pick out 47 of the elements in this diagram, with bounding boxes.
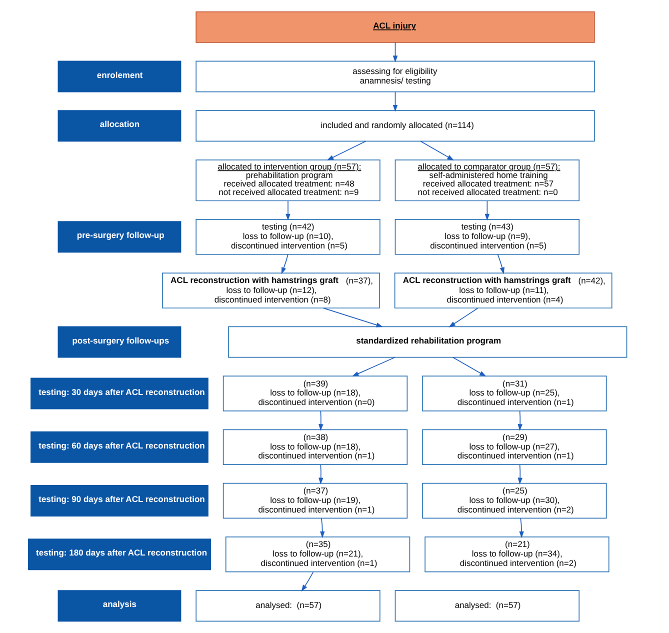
node-box: included and randomly allocated (n=114) [196,110,595,142]
arrow [286,200,290,221]
arrow [519,518,524,538]
node-box: testing (n=43) loss to follow-up (n=9), discontinued intervention (n=5) [394,219,580,255]
node-box: testing (n=42) loss to follow-up (n=10), discontinued intervention (n=5) [196,219,380,255]
node-box: post-surgery follow-ups [58,326,182,358]
node-box: standardized rehabilitation program [228,326,628,358]
node-box: testing: 180 days after ACL reconstruction [28,538,211,570]
node-box: ACL reconstruction with hamstrings graft (n=37), loss to follow-up (n=12), discontinued intervention (n=8) [162,272,380,308]
node-box: (n=21) loss to follow-up (n=34), discontinued intervention (n=2) [424,536,610,572]
node-box: (n=29) loss to follow-up (n=27), discontinued intervention (n=1) [422,429,607,466]
node-box: analysis [58,590,182,622]
arrow [420,140,454,160]
arrow [518,410,522,431]
node-box: testing: 90 days after ACL reconstruction [30,485,208,517]
arrow [326,140,366,160]
arrow [281,254,288,274]
arrow [392,91,398,112]
node-box: testing: 60 days after ACL reconstruction [30,431,208,463]
arrow [497,254,504,274]
node-box: (n=39) loss to follow-up (n=18), discontinued intervention (n=0) [222,376,408,412]
node-box: (n=25) loss to follow-up (n=30), discontinued intervention (n=2) [422,482,607,519]
node-box: testing: 30 days after ACL reconstruction [30,378,208,410]
node-box: (n=38) loss to follow-up (n=18), discontinued intervention (n=1) [222,429,408,466]
node-box: ACL reconstruction with hamstrings graft (n=42), loss to follow-up (n=11), discontinued intervention (n=4) [394,272,612,308]
arrow [484,200,490,221]
node-box: (n=37) loss to follow-up (n=19), discontinued intervention (n=1) [222,482,408,519]
node-box: allocated to intervention group (n=57): prehabilitation program received allocated treatment: n=48 not received allocated treatment: n=9 [196,159,380,202]
node-box: (n=31) loss to follow-up (n=25), discontinued intervention (n=1) [422,376,607,412]
node-box: ACL injury [196,11,595,43]
arrow [318,410,324,431]
arrow [301,572,314,592]
node-box: analysed: (n=57) [394,590,580,622]
arrow [322,308,384,328]
arrow [320,518,325,538]
node-box: enrolement [58,60,182,92]
arrow [352,357,396,376]
node-box: allocated to comparator group (n=57): self-administered home training received allocated treatment: n=57 not received allocated treatment: n=0 [394,159,580,202]
node-box: allocation [58,110,182,142]
node-box: analysed: (n=57) [196,590,380,622]
arrow [392,42,398,62]
node-box: pre-surgery follow-up [58,221,182,253]
arrow [318,464,324,485]
arrow [518,464,522,485]
node-box: assessing for eligibility anamnesis/ testing [196,60,595,92]
node-box: (n=35) loss to follow-up (n=21), discontinued intervention (n=1) [225,536,410,572]
arrow [452,357,486,377]
